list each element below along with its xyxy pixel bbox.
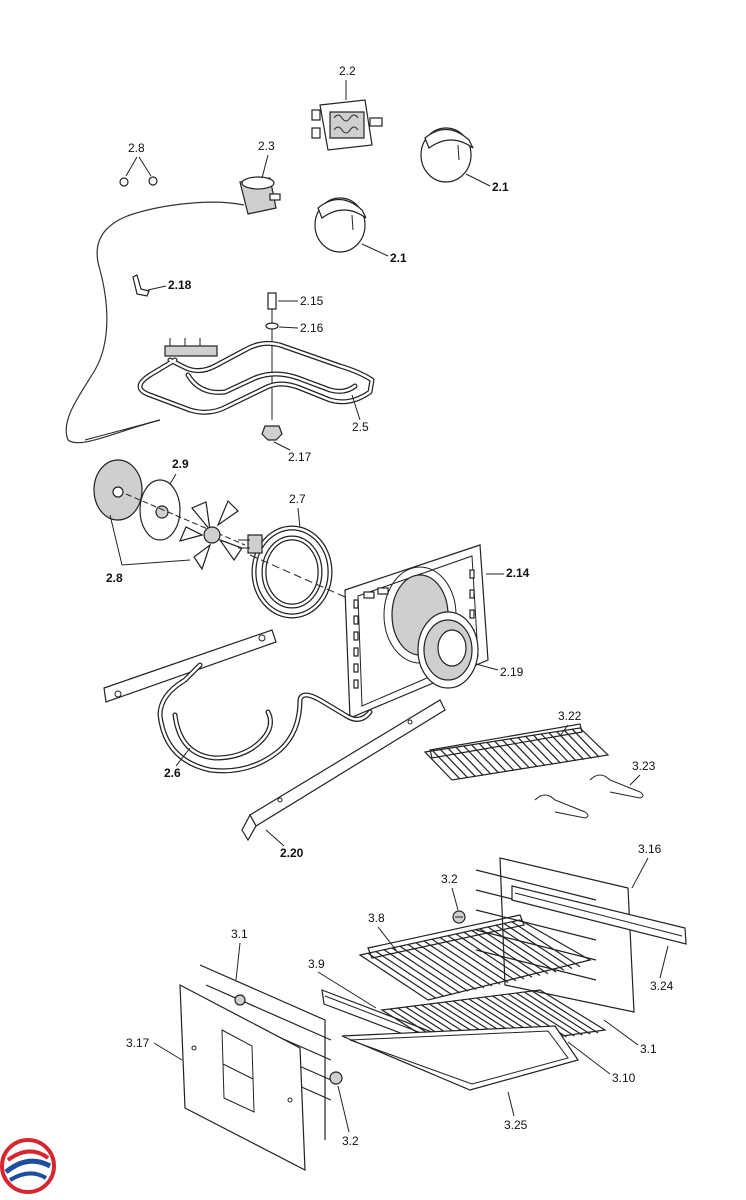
- part-2-19-fan-cover: [417, 611, 479, 689]
- label-2-2: 2.2: [339, 64, 356, 78]
- label-3-2-lower: 3.2: [342, 1134, 359, 1148]
- label-2-1-lower: 2.1: [390, 251, 407, 265]
- part-3-17-left-panel: [179, 983, 343, 1172]
- label-2-16: 2.16: [300, 321, 324, 335]
- label-3-23: 3.23: [632, 759, 656, 773]
- label-2-8-fan: 2.8: [106, 571, 123, 585]
- part-2-9-plate: [125, 479, 246, 546]
- label-2-17: 2.17: [288, 450, 312, 464]
- part-2-20-side-rail: [241, 699, 446, 842]
- label-2-18: 2.18: [168, 278, 192, 292]
- label-2-14: 2.14: [506, 566, 530, 580]
- label-3-16: 3.16: [638, 842, 662, 856]
- panel-vents-left: [353, 587, 389, 689]
- label-2-9: 2.9: [172, 457, 189, 471]
- part-3-10-tray: [341, 1025, 579, 1091]
- label-3-1-left: 3.1: [231, 927, 248, 941]
- part-3-22-wire-shelf: [423, 723, 610, 781]
- part-2-1-knob-lower: [314, 197, 367, 253]
- label-2-1-upper: 2.1: [492, 180, 509, 194]
- part-2-17-nut: [261, 425, 283, 441]
- part-2-18-clip: [132, 274, 150, 297]
- part-2-2-switch: [311, 99, 383, 151]
- part-3-23-clips: [534, 774, 644, 819]
- label-2-5: 2.5: [352, 420, 369, 434]
- label-2-3: 2.3: [258, 139, 275, 153]
- label-2-20: 2.20: [280, 846, 304, 860]
- part-2-3-thermostat: [65, 176, 281, 444]
- label-3-17: 3.17: [126, 1036, 150, 1050]
- part-2-5-grill-element: [137, 338, 375, 415]
- brand-swirl-logo: [0, 1138, 56, 1194]
- label-3-25: 3.25: [504, 1118, 528, 1132]
- label-3-1-right: 3.1: [640, 1042, 657, 1056]
- part-2-16-washer: [265, 322, 279, 330]
- part-2-15-stud: [267, 292, 277, 420]
- part-2-1-knob-upper: [420, 127, 474, 183]
- label-3-22: 3.22: [558, 709, 582, 723]
- label-2-19: 2.19: [500, 665, 524, 679]
- label-2-7: 2.7: [289, 492, 306, 506]
- label-3-9: 3.9: [308, 957, 325, 971]
- label-3-2-upper: 3.2: [441, 872, 458, 886]
- part-motor-plate: [93, 459, 143, 521]
- part-2-6-lower-element: [103, 629, 373, 774]
- label-2-8-top: 2.8: [128, 141, 145, 155]
- part-2-8-screws: [119, 176, 158, 187]
- label-3-24: 3.24: [650, 979, 674, 993]
- label-2-15: 2.15: [300, 294, 324, 308]
- part-fan-blade: [178, 499, 243, 571]
- part-2-7-circular-element: [238, 525, 371, 619]
- label-3-10: 3.10: [612, 1071, 636, 1085]
- label-2-6: 2.6: [164, 766, 181, 780]
- part-3-8-oven-shelf: [358, 914, 592, 1001]
- label-3-8: 3.8: [368, 911, 385, 925]
- part-3-2-screw-upper: [452, 910, 466, 924]
